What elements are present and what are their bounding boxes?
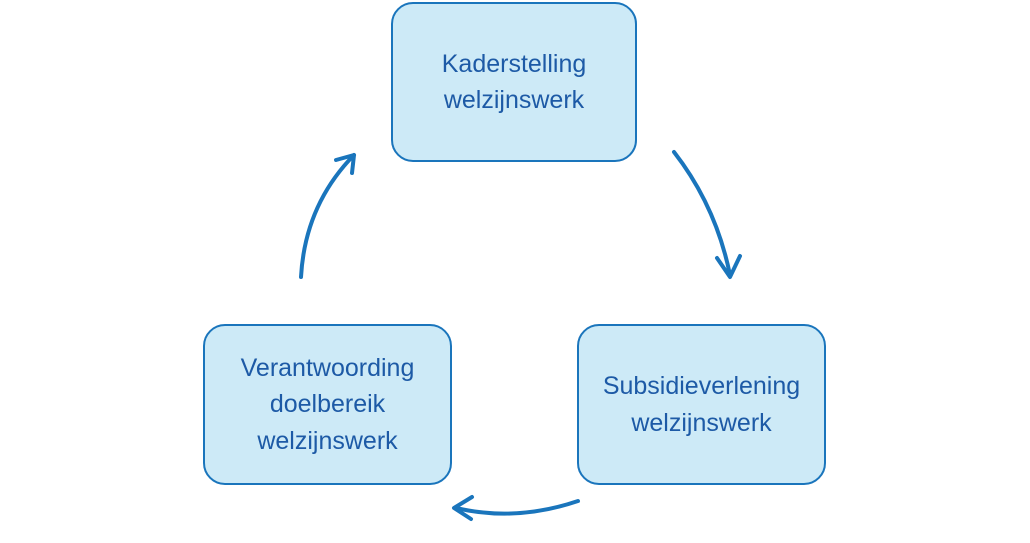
node-subsidieverlening-line-1: Subsidieverlening [602,372,801,401]
node-subsidieverlening-line-2: welzijnswerk [631,408,772,437]
node-verantwoording-line-3: welzijnswerk [257,426,398,455]
node-verantwoording-line-2: doelbereik [269,390,386,419]
node-verantwoording: Verantwoording doelbereik welzijnswerk [203,324,452,485]
node-kaderstelling-line-1: Kaderstelling [441,49,587,78]
arrow-subsidieverlening-to-verantwoording [452,495,580,521]
node-kaderstelling-line-2: welzijnswerk [443,86,585,114]
node-verantwoording-line-1: Verantwoording [240,354,415,383]
node-kaderstelling: Kaderstelling welzijnswerk [391,2,637,162]
node-subsidieverlening: Subsidieverlening welzijnswerk [577,324,826,485]
arrow-verantwoording-to-kaderstelling [299,153,356,279]
arrow-kaderstelling-to-subsidieverlening [672,150,742,279]
